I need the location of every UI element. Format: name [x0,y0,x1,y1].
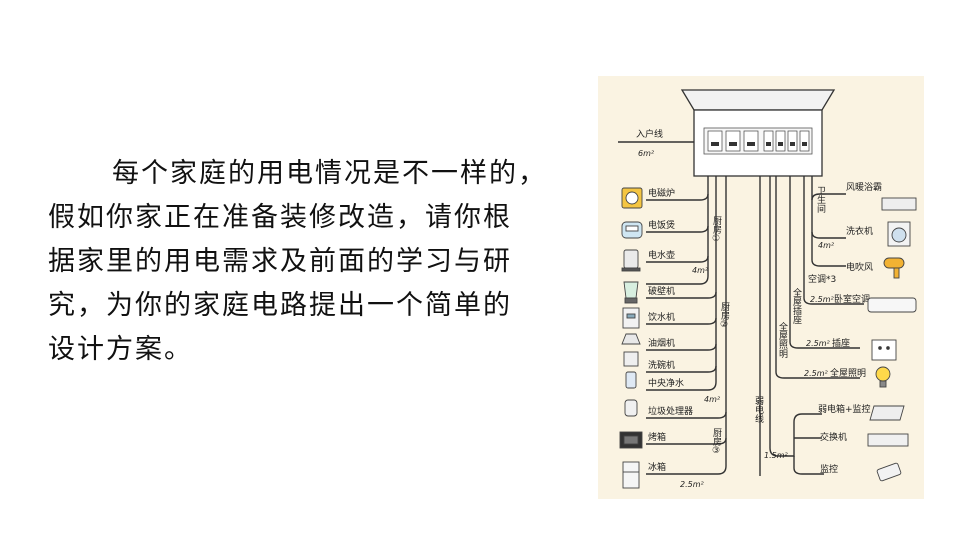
kitchen2-label: 厨房② [719,302,730,330]
dishwasher-icon [623,351,639,367]
water-dispenser-icon [622,307,640,329]
air-conditioner-icon [867,297,917,313]
appliance-label: 饮水机 [648,311,675,323]
weak-label: 弱电线 [753,396,764,423]
kitchen2-circuit: 破壁机 饮水机 油烟机 洗碗机 中央净水 厨房② 4m² [646,176,730,404]
appliance-label: 烤箱 [648,431,666,443]
weak-area: 1.5m² [764,451,789,460]
kettle-icon [621,249,641,272]
hair-dryer-icon [883,257,905,279]
fridge-icon [622,461,640,489]
range-hood-icon [621,333,641,345]
circuit-diagram-svg: 入户线 6m² 电磁炉 电饭煲 电水壶 厨房① 4m² 破壁机 饮水机 油烟机 … [618,89,917,489]
ac-circuit: 空调*3 2.5m² 卧室空调 [803,176,870,305]
appliance-label: 垃圾处理器 [648,405,693,417]
sockets-target-label: 插座 [832,337,850,349]
bathroom-label: 卫生间 [815,186,826,214]
sockets-circuit: 全屋插座 2.5m² 插座 [789,176,860,349]
oven-icon [619,431,643,449]
paragraph-line: 设计方案。 [48,334,193,365]
paragraph-line: 每个家庭的用电情况是不一样的， [112,158,547,189]
paragraph-line: 据家里的用电需求及前面的学习与研 [48,246,512,277]
inlet-wire: 入户线 6m² [618,128,694,158]
inlet-label: 入户线 [636,128,663,140]
ac-label: 空调*3 [808,273,836,285]
appliance-label: 电磁炉 [648,187,675,199]
kitchen1-area: 4m² [692,266,709,275]
appliance-label: 电吹风 [846,261,873,273]
paragraph-line: 假如你家正在准备装修改造，请你根 [48,202,512,233]
weak-circuit: 弱电线 1.5m² 弱电箱+监控 交换机 监控 [753,176,871,476]
appliance-label: 风暖浴霸 [846,181,882,193]
bath-heater-icon [881,197,917,211]
socket-icon [871,339,897,361]
paragraph-line: 究，为你的家庭电路提出一个简单的 [48,290,512,321]
bathroom-circuit: 卫生间 4m² 风暖浴霸 洗衣机 电吹风 [811,176,882,273]
sockets-label: 全屋插座 [791,287,802,325]
washing-machine-icon [887,221,911,247]
ac-target-label: 卧室空调 [834,293,870,305]
blender-icon [623,281,639,304]
sockets-area: 2.5m² [806,339,831,348]
bathroom-area: 4m² [818,241,835,250]
appliance-label: 电水壶 [648,249,675,261]
appliance-label: 弱电箱+监控 [818,403,871,415]
kitchen2-area: 4m² [704,395,721,404]
appliance-label: 破壁机 [648,285,675,297]
weak-box-icon [869,405,905,421]
appliance-label: 交换机 [820,431,847,443]
camera-icon [876,462,902,482]
lighting-target-label: 全屋照明 [830,367,866,379]
kitchen3-label: 厨房③ [711,428,722,456]
lightbulb-icon [875,366,891,388]
water-purifier-icon [625,371,637,389]
kitchen1-circuit: 电磁炉 电饭煲 电水壶 厨房① 4m² [646,176,722,285]
lighting-circuit: 全屋照明 2.5m² 全屋照明 [775,176,866,379]
appliance-label: 冰箱 [648,461,666,473]
kitchen3-circuit: 垃圾处理器 烤箱 冰箱 厨房③ 2.5m² [646,176,727,489]
garbage-disposer-icon [624,399,638,417]
lighting-area: 2.5m² [804,369,829,378]
switch-icon [867,433,909,447]
lighting-label: 全屋照明 [777,321,788,359]
distribution-box [680,89,836,177]
appliance-label: 洗衣机 [846,225,873,237]
appliance-label: 中央净水 [648,377,684,389]
ac-area: 2.5m² [810,295,835,304]
rice-cooker-icon [621,221,643,239]
appliance-icons-left [619,187,643,489]
appliance-icons-right [867,197,917,482]
kitchen3-area: 2.5m² [680,480,705,489]
appliance-label: 电饭煲 [648,219,675,231]
appliance-label: 油烟机 [648,337,675,349]
inlet-area: 6m² [638,149,655,158]
induction-cooker-icon [621,187,643,209]
home-circuit-diagram: 入户线 6m² 电磁炉 电饭煲 电水壶 厨房① 4m² 破壁机 饮水机 油烟机 … [598,76,924,499]
appliance-label: 洗碗机 [648,359,675,371]
appliance-label: 监控 [820,463,838,475]
instruction-paragraph: 每个家庭的用电情况是不一样的， 假如你家正在准备装修改造，请你根 据家里的用电需… [48,152,578,372]
